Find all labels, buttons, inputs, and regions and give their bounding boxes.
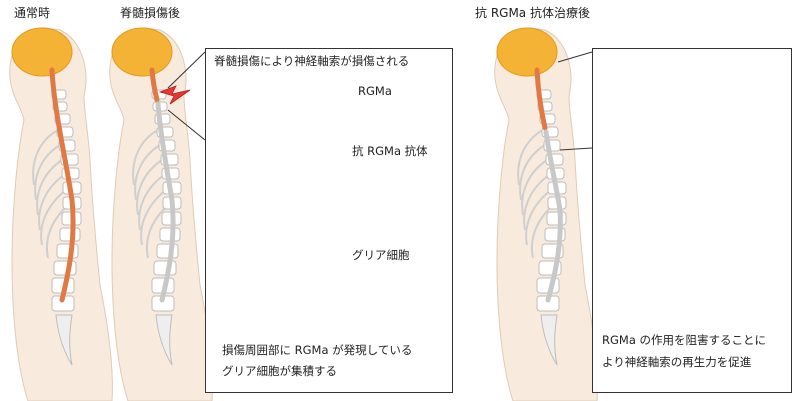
ribs-injury bbox=[132, 129, 169, 259]
treated-caption-line2: より神経軸索の再生力を促進 bbox=[602, 355, 752, 369]
title-normal: 通常時 bbox=[14, 6, 51, 20]
spinal-cord-treated-lower bbox=[543, 129, 563, 303]
glia-label: グリア細胞 bbox=[352, 248, 410, 262]
antibody-label: 抗 RGMa 抗体 bbox=[352, 144, 428, 158]
spinal-cord-upper-healthy bbox=[149, 67, 160, 103]
title-injury: 脊髄損傷後 bbox=[120, 6, 181, 20]
injury-lightning-icon bbox=[158, 85, 191, 105]
ribs-normal bbox=[32, 129, 69, 259]
injury-caption-line2: グリア細胞が集積する bbox=[222, 364, 337, 378]
injury-caption-line1: 損傷周囲部に RGMa が発現している bbox=[222, 343, 413, 357]
spinal-cord-treated-upper bbox=[534, 67, 548, 131]
spinal-cord-lower-damaged bbox=[155, 101, 176, 303]
treated-detail-box bbox=[592, 48, 792, 393]
treated-caption-line1: RGMa の作用を阻害することに bbox=[602, 333, 767, 347]
brain-treated bbox=[496, 27, 558, 77]
spinal-cord-normal bbox=[49, 67, 76, 303]
body-figure-treated bbox=[494, 27, 598, 401]
injury-detail-box bbox=[205, 48, 453, 393]
title-treated: 抗 RGMa 抗体治療後 bbox=[475, 6, 590, 20]
injury-box-heading: 脊髄損傷により神経軸索が損傷される bbox=[214, 54, 410, 68]
brain-normal bbox=[11, 27, 73, 77]
rgma-label: RGMa bbox=[358, 84, 392, 98]
body-figure-normal bbox=[9, 27, 113, 401]
body-figure-injury bbox=[109, 27, 213, 401]
brain-injury bbox=[111, 27, 173, 77]
